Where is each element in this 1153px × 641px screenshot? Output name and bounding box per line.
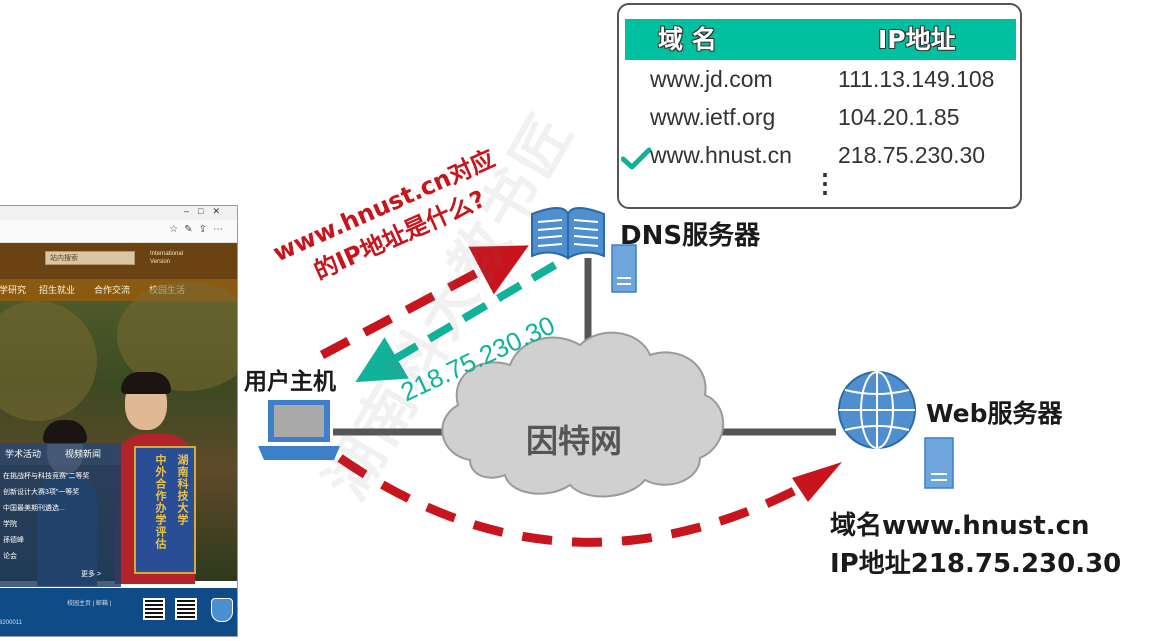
news-item: 创新设计大赛3项”一等奖 [3, 489, 80, 496]
website-screenshot: –□✕ ☆✎⇪⋯ 站内搜索 International Version 学研究 … [0, 205, 238, 637]
news-item: 论会 [3, 553, 17, 560]
dns-row-domain: www.hnust.cn [650, 142, 792, 168]
nav-item: 招生就业 [39, 285, 76, 295]
news-item: 中国最美期刊遴选... [3, 505, 65, 512]
dns-row-domain: www.ietf.org [650, 104, 776, 130]
news-item: 孫德峰 [3, 537, 24, 544]
dns-row-ip: 218.75.230.30 [838, 142, 986, 168]
web-access-arrowhead [792, 462, 842, 502]
laptop-icon [258, 400, 340, 460]
internet-label: 因特网 [526, 422, 623, 460]
address-bar: ☆✎⇪⋯ [0, 220, 237, 243]
more-rows-ellipsis: ⋮ [812, 168, 838, 198]
news-item: 学院 [3, 521, 17, 528]
student-hair [43, 420, 87, 444]
web-server-label: Web服务器 [926, 399, 1063, 428]
school-badge-icon [211, 598, 233, 622]
footer-icp: 8200011 [0, 620, 22, 626]
server-tower-icon [611, 244, 637, 293]
student-hair [121, 372, 171, 394]
dns-row-ip: 111.13.149.108 [838, 66, 995, 92]
web-ip-label: IP地址218.75.230.30 [830, 549, 1122, 579]
news-more: 更多 > [81, 571, 102, 578]
nav-item: 合作交流 [94, 285, 131, 295]
dns-row-ip: 104.20.1.85 [838, 104, 960, 130]
book-icon [531, 207, 605, 260]
dns-answer-arrow [355, 261, 558, 383]
evaluation-banner: 湖南科技大学 中外合作办学评估 [134, 446, 196, 574]
site-search-input: 站内搜索 [45, 251, 135, 265]
qr-code-icon [143, 598, 165, 620]
news-tabs: 学术活动 视频新闻 [0, 443, 121, 465]
banner-text-2: 中外合作办学评估 [154, 454, 167, 550]
dns-table-header [625, 19, 1016, 60]
header-ip: IP地址 [878, 25, 956, 54]
web-access-arrow [337, 454, 803, 547]
window-titlebar: –□✕ [0, 206, 237, 220]
user-host-label: 用户主机 [244, 369, 336, 395]
web-domain-label: 域名www.hnust.cn [830, 511, 1090, 541]
footer-links: 校园主页 | 邮箱 | [67, 601, 112, 607]
tab-academic: 学术活动 [5, 449, 42, 459]
international-version-link: International Version [150, 250, 210, 266]
intl-line2: Version [150, 259, 171, 265]
dns-query-arrow [319, 245, 529, 359]
tab-video: 视频新闻 [65, 449, 102, 459]
dns-server-label: DNS服务器 [620, 221, 761, 251]
news-list: 在挑战杯与科技竞赛”二等奖 创新设计大赛3项”一等奖 中国最美期刊遴选... 学… [0, 465, 121, 587]
checkmark-icon [621, 147, 651, 170]
globe-icon [838, 371, 916, 449]
internet-cloud [441, 331, 725, 498]
server-tower-icon [924, 437, 954, 489]
nav-item: 学研究 [0, 285, 27, 295]
dns-row-domain: www.jd.com [650, 66, 773, 92]
news-item: 在挑战杯与科技竞赛”二等奖 [3, 473, 90, 480]
intl-line1: International [150, 251, 184, 257]
browser-toolbar-icons: ☆✎⇪⋯ [169, 224, 229, 235]
header-domain: 域 名 [658, 25, 717, 54]
banner-text-1: 湖南科技大学 [176, 454, 189, 526]
window-controls: –□✕ [184, 206, 229, 216]
qr-code-icon [175, 598, 197, 620]
site-footer [0, 588, 237, 636]
